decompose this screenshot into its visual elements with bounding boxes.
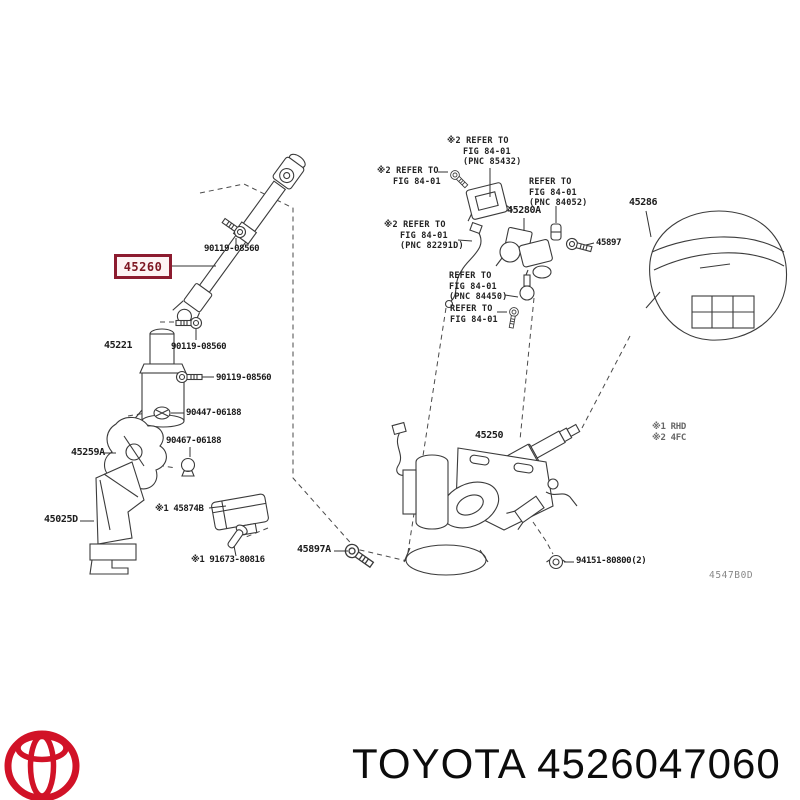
- callout-refer-fig84-bottom: REFER TO FIG 84-01: [450, 304, 498, 325]
- part-label-45280a: 45280A: [507, 205, 541, 216]
- diagram-legend: ※1 RHD ※2 4FC: [652, 422, 687, 443]
- clip-art-90447: [153, 406, 171, 420]
- part-label-90119-08560-b: 90119-08560: [171, 342, 227, 352]
- bolt-icon-45897a: [342, 541, 377, 571]
- part-label-45897a: 45897A: [297, 544, 331, 555]
- part-label-45286: 45286: [629, 197, 658, 208]
- callout-refer-pnc-82291d: ※2 REFER TO FIG 84-01 (PNC 82291D): [384, 220, 464, 251]
- diagram-code: 4547B0D: [709, 570, 754, 581]
- part-art-84450: [519, 274, 535, 301]
- part-label-90467-06188: 90467-06188: [166, 436, 222, 446]
- bolt-icon: [448, 168, 470, 190]
- callout-refer-pnc-84052: REFER TO FIG 84-01 (PNC 84052): [529, 177, 588, 208]
- part-label-94151-80800: 94151-80800(2): [576, 556, 647, 566]
- leader-lines: [80, 168, 652, 563]
- part-label-45897: 45897: [596, 238, 622, 248]
- callout-refer-pnc-85432: ※2 REFER TO FIG 84-01 (PNC 85432): [447, 136, 522, 167]
- part-art-45250: [391, 421, 581, 576]
- bolt-icon-45897: [564, 236, 594, 256]
- part-art-45025d: [89, 461, 145, 575]
- bolt-icon: [219, 215, 249, 241]
- footer-brand-part-number: TOYOTA 4526047060: [352, 740, 781, 787]
- part-label-45250: 45250: [475, 430, 504, 441]
- part-label-90119-08560-c: 90119-08560: [216, 373, 272, 383]
- bolt-icon: [175, 370, 203, 384]
- part-label-90447-06188: 90447-06188: [186, 408, 242, 418]
- sensor-art: [465, 182, 514, 222]
- callout-refer-fig84-top: ※2 REFER TO FIG 84-01: [377, 166, 441, 187]
- harness-art-82291d: [444, 221, 483, 309]
- part-art-45286: [645, 210, 788, 341]
- part-label-45260-highlighted: 45260: [114, 254, 172, 279]
- part-label-90119-08560-a: 90119-08560: [204, 244, 260, 254]
- part-label-45025d: 45025D: [44, 514, 78, 525]
- part-label-45221: 45221: [104, 340, 133, 351]
- part-label-45259a: 45259A: [71, 447, 105, 458]
- part-art-45221: [131, 328, 187, 433]
- toyota-logo: [4, 730, 80, 800]
- callout-refer-pnc-84450: REFER TO FIG 84-01 (PNC 84450): [449, 271, 508, 302]
- pin-art-91673: [227, 524, 248, 549]
- clip-art-90467: [180, 457, 196, 477]
- part-label-91673-80816: ※1 91673-80816: [191, 555, 265, 565]
- part-label-45874b: ※1 45874B: [155, 504, 204, 514]
- part-art-45260: [172, 153, 306, 326]
- clip-art-84052: [550, 223, 562, 241]
- bolt-icon: [506, 306, 520, 329]
- nut-art-94151: [546, 554, 566, 570]
